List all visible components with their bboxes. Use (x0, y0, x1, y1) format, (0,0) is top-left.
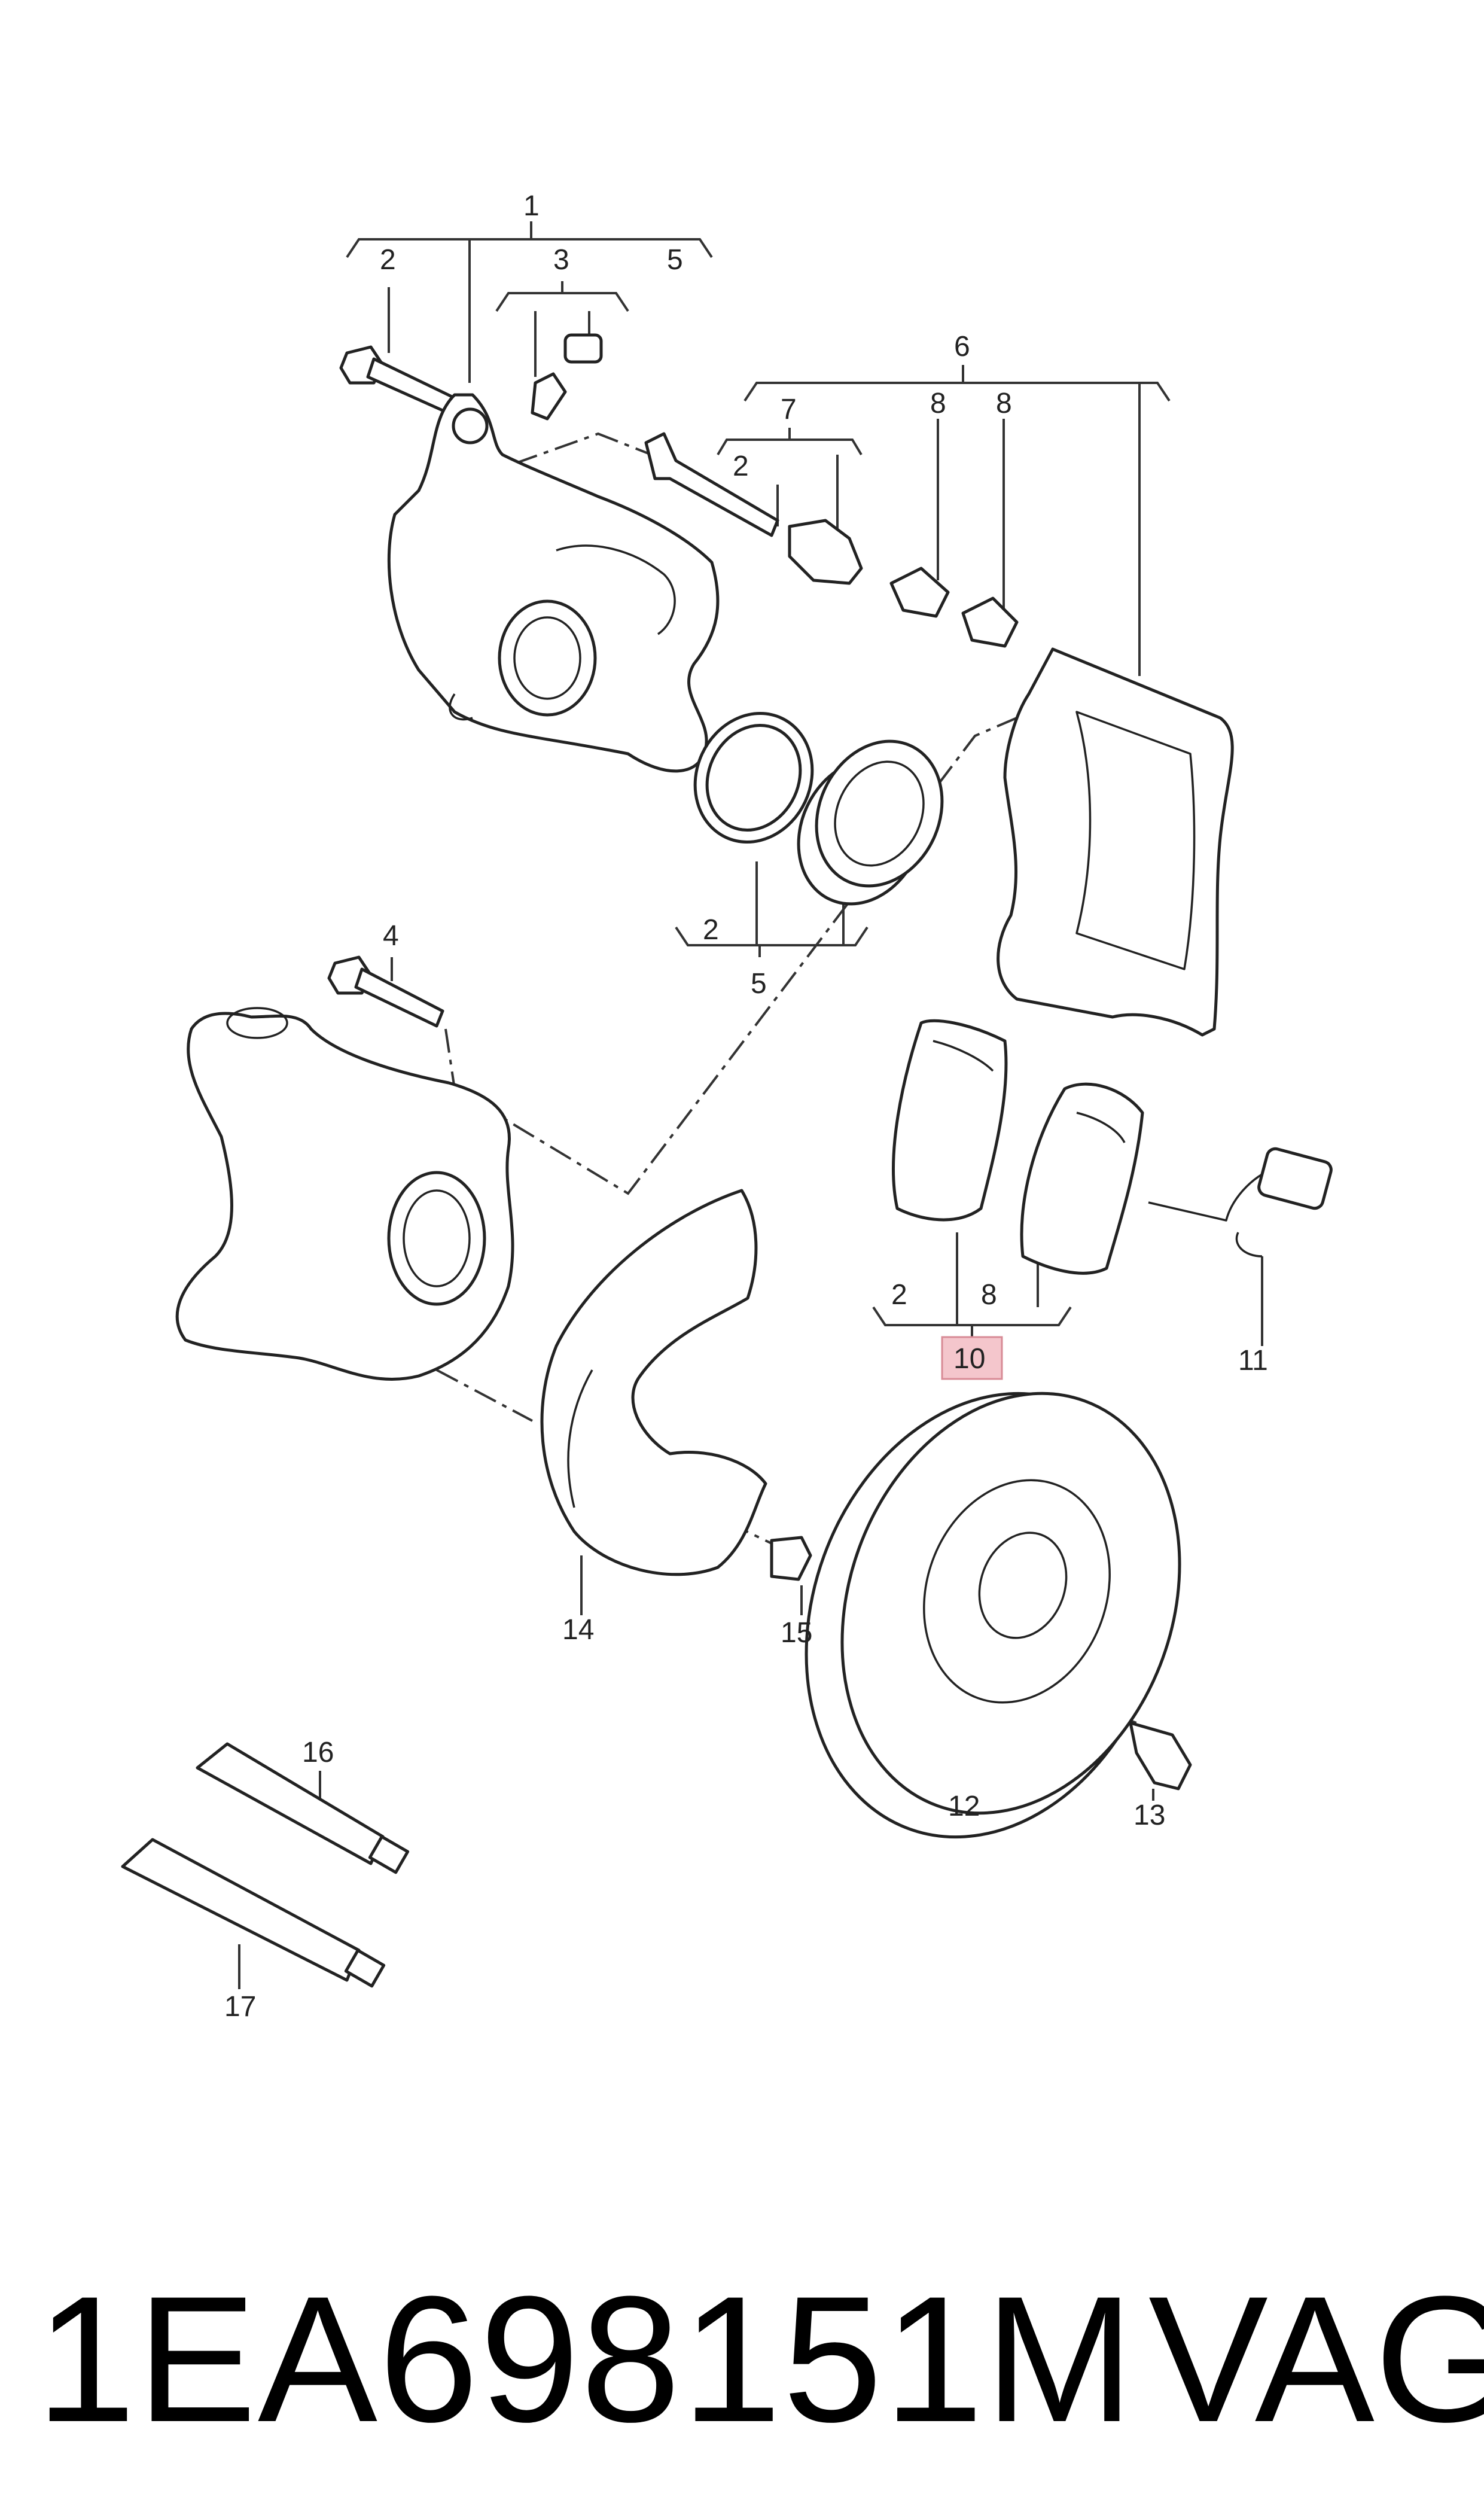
grease-tube-icon (121, 1838, 386, 1988)
wear-sensor-icon (1148, 1147, 1333, 1258)
brake-disc-icon (805, 1392, 1181, 1839)
bolt-icon (327, 955, 444, 1028)
callout-4: 4 (383, 920, 399, 952)
brake-pad-icon (892, 1019, 1008, 1222)
callout-8: 8 (930, 388, 946, 419)
pad-clip-icon (889, 567, 1019, 648)
callout-2: 2 (891, 1279, 907, 1311)
caliper-housing-icon (387, 393, 720, 773)
callout-2: 2 (733, 450, 749, 482)
callout-15: 15 (781, 1617, 812, 1649)
callout-2: 2 (380, 244, 396, 276)
bleed-valve-icon (531, 333, 603, 421)
piston-icon (797, 739, 944, 906)
steering-knuckle-icon (175, 1007, 514, 1381)
brake-pad-icon (1020, 1082, 1144, 1275)
guide-boot-icon (788, 519, 863, 585)
dust-shield-icon (540, 1189, 767, 1576)
callout-8: 8 (996, 388, 1012, 419)
callout-17: 17 (224, 1991, 256, 2023)
callout-3: 3 (553, 244, 569, 276)
callout-labels: 1 2 3 5 6 7 8 8 2 2 5 4 2 8 10 11 14 15 … (224, 190, 1268, 2023)
callout-1: 1 (523, 190, 540, 222)
callout-7: 7 (781, 394, 797, 425)
callout-14: 14 (562, 1614, 594, 1646)
callout-16: 16 (302, 1737, 334, 1768)
highlight-box (941, 1336, 1003, 1380)
callout-10: 10 (953, 1343, 985, 1375)
grease-tube-icon (196, 1742, 410, 1874)
bolt-icon (339, 345, 462, 418)
callout-11: 11 (1238, 1345, 1268, 1377)
screw-icon (770, 1536, 812, 1581)
callout-6: 6 (954, 331, 970, 363)
part-number: 1EA698151M (36, 2258, 1136, 2459)
caliper-carrier-icon (997, 647, 1234, 1037)
screw-icon (1129, 1721, 1192, 1791)
seal-ring-icon (693, 712, 814, 844)
callout-13: 13 (1133, 1800, 1165, 1831)
callout-5: 5 (751, 968, 767, 1000)
brand-name: VAG (1148, 2258, 1484, 2459)
callout-8: 8 (981, 1279, 997, 1311)
callout-2: 2 (703, 914, 719, 946)
callout-5: 5 (667, 244, 683, 276)
callout-12: 12 (948, 1791, 980, 1822)
guide-pin-icon (644, 432, 779, 537)
